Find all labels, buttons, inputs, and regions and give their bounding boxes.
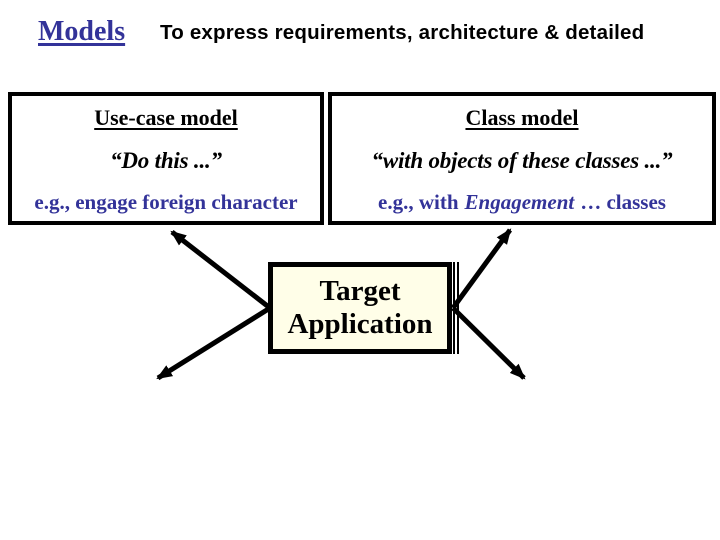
- target-application-line1: Target: [319, 275, 401, 308]
- target-application-box: Target Application: [268, 262, 459, 354]
- use-case-model-heading: Use-case model: [94, 105, 238, 130]
- arrow-right-up-icon: [450, 228, 513, 310]
- class-model-example-prefix: e.g., with: [378, 190, 459, 214]
- arrow-left-up-icon: [170, 230, 272, 310]
- slide-subtitle: To express requirements, architecture & …: [160, 21, 645, 44]
- use-case-model-example: e.g., engage foreign character: [34, 190, 298, 214]
- use-case-model-box: Use-case model “Do this ...” e.g., engag…: [8, 92, 324, 225]
- slide-title-link[interactable]: Models: [38, 16, 126, 47]
- use-case-model-quote: “Do this ...”: [110, 147, 222, 173]
- target-application-line2: Application: [287, 308, 433, 340]
- class-model-quote: “with objects of these classes ...”: [371, 147, 673, 173]
- arrow-right-down-icon: [451, 306, 526, 380]
- class-model-heading: Class model: [465, 105, 579, 130]
- class-model-box: Class model “with objects of these class…: [328, 92, 716, 225]
- class-model-example-emphasis: Engagement: [464, 190, 575, 214]
- class-model-example-suffix: … classes: [580, 190, 666, 214]
- arrow-left-down-icon: [156, 305, 272, 381]
- class-model-example: e.g., with Engagement … classes: [378, 190, 666, 215]
